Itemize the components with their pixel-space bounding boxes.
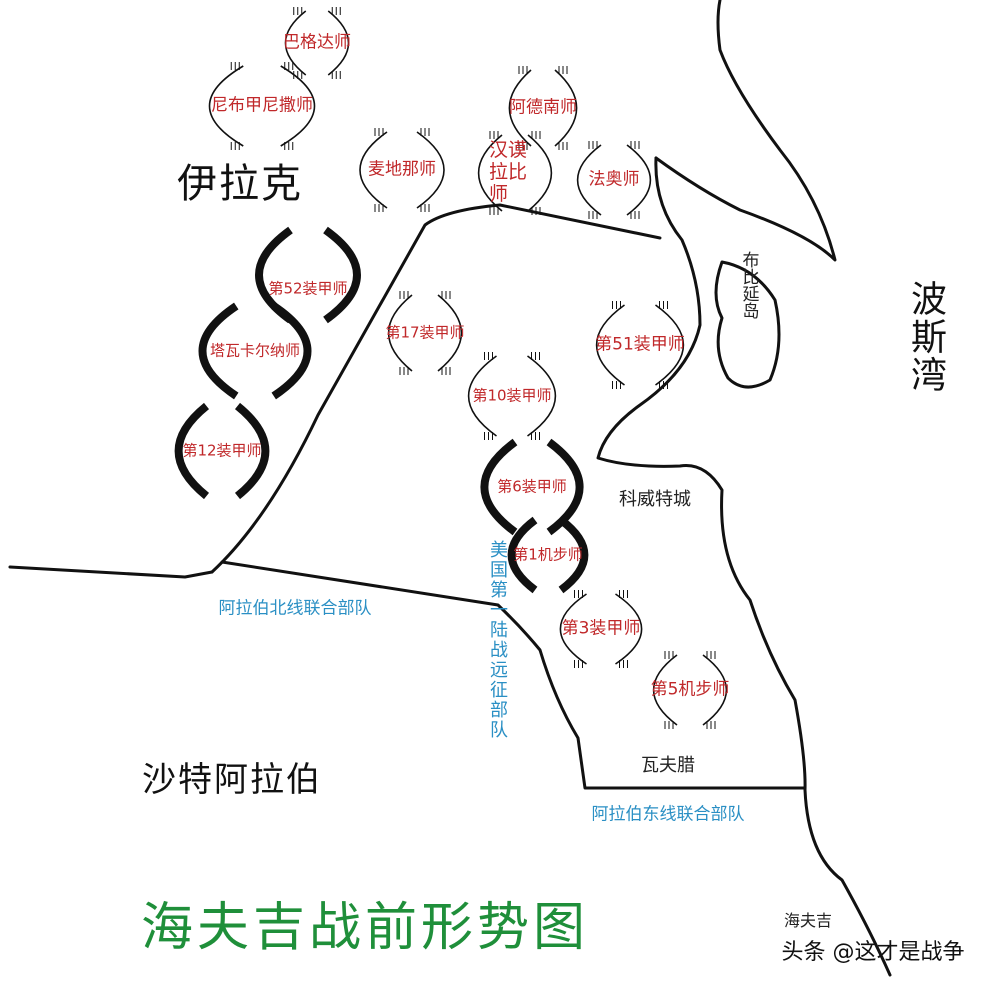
unit-51st-armored: 第51装甲师 (595, 334, 685, 355)
unit-52nd-armored: 第52装甲师 (268, 279, 348, 298)
unit-symbol-nebuchadnezzar (208, 62, 316, 150)
unit-1st-mechanized: 第1机步师 (513, 545, 583, 564)
khafji-label: 海夫吉 (783, 911, 833, 930)
coalition-usmc-label: 美国第一陆战远征部队 (487, 540, 508, 740)
region-gulf-label: 波斯湾 (905, 280, 946, 394)
border-saudi-kuwait (220, 560, 807, 790)
wafra-label: 瓦夫腊 (641, 755, 695, 776)
region-iraq-label: 伊拉克 (177, 161, 303, 207)
bubiyan-label: 布比延岛 (738, 251, 759, 319)
watermark: 头条 @这才是战争 (781, 940, 965, 965)
unit-symbol-tawakalna (198, 302, 312, 400)
unit-symbol-51st-armored (596, 301, 684, 389)
unit-10th-armored: 第10装甲师 (472, 386, 552, 405)
unit-symbol-adnan (508, 66, 578, 150)
unit-tawakalna-division: 塔瓦卡尔纳师 (209, 341, 301, 360)
unit-symbol-hammurabi (477, 131, 553, 215)
coastline-north (654, 0, 837, 262)
unit-adnan-division: 阿德南师 (509, 97, 577, 118)
unit-5th-mechanized: 第5机步师 (650, 679, 730, 700)
unit-medina-division: 麦地那师 (368, 159, 436, 180)
border-saudi-iraq (8, 565, 214, 579)
unit-nebuchadnezzar-division: 尼布甲尼撒师 (211, 95, 313, 116)
bubiyan-island (714, 260, 781, 389)
unit-symbol-fao (576, 141, 652, 219)
unit-symbol-12th-armored (174, 402, 270, 500)
region-saudi-label: 沙特阿拉伯 (142, 760, 322, 800)
unit-symbol-1st-mechanized (507, 516, 589, 594)
unit-fao-division: 法奥师 (588, 169, 640, 190)
unit-symbol-medina (359, 128, 445, 212)
coalition-north-label: 阿拉伯北线联合部队 (218, 598, 372, 619)
unit-12th-armored: 第12装甲师 (182, 441, 262, 460)
unit-3rd-armored: 第3装甲师 (561, 618, 641, 639)
kuwait-city-label: 科威特城 (619, 489, 691, 510)
unit-symbol-baghdad (284, 7, 350, 79)
unit-symbol-5th-mechanized (652, 651, 728, 729)
coalition-east-label: 阿拉伯东线联合部队 (591, 804, 745, 825)
unit-hammurabi-division: 汉谟拉比师 (489, 139, 528, 205)
unit-symbol-10th-armored (468, 352, 556, 440)
unit-symbol-3rd-armored (559, 590, 643, 668)
unit-17th-armored: 第17装甲师 (385, 323, 465, 342)
unit-baghdad-division: 巴格达师 (283, 32, 351, 53)
coastline (596, 156, 892, 977)
unit-6th-armored: 第6装甲师 (497, 477, 567, 496)
map-title: 海夫吉战前形势图 (140, 898, 590, 958)
unit-symbol-17th-armored (387, 291, 463, 375)
border-iraq-kuwait (210, 203, 662, 574)
